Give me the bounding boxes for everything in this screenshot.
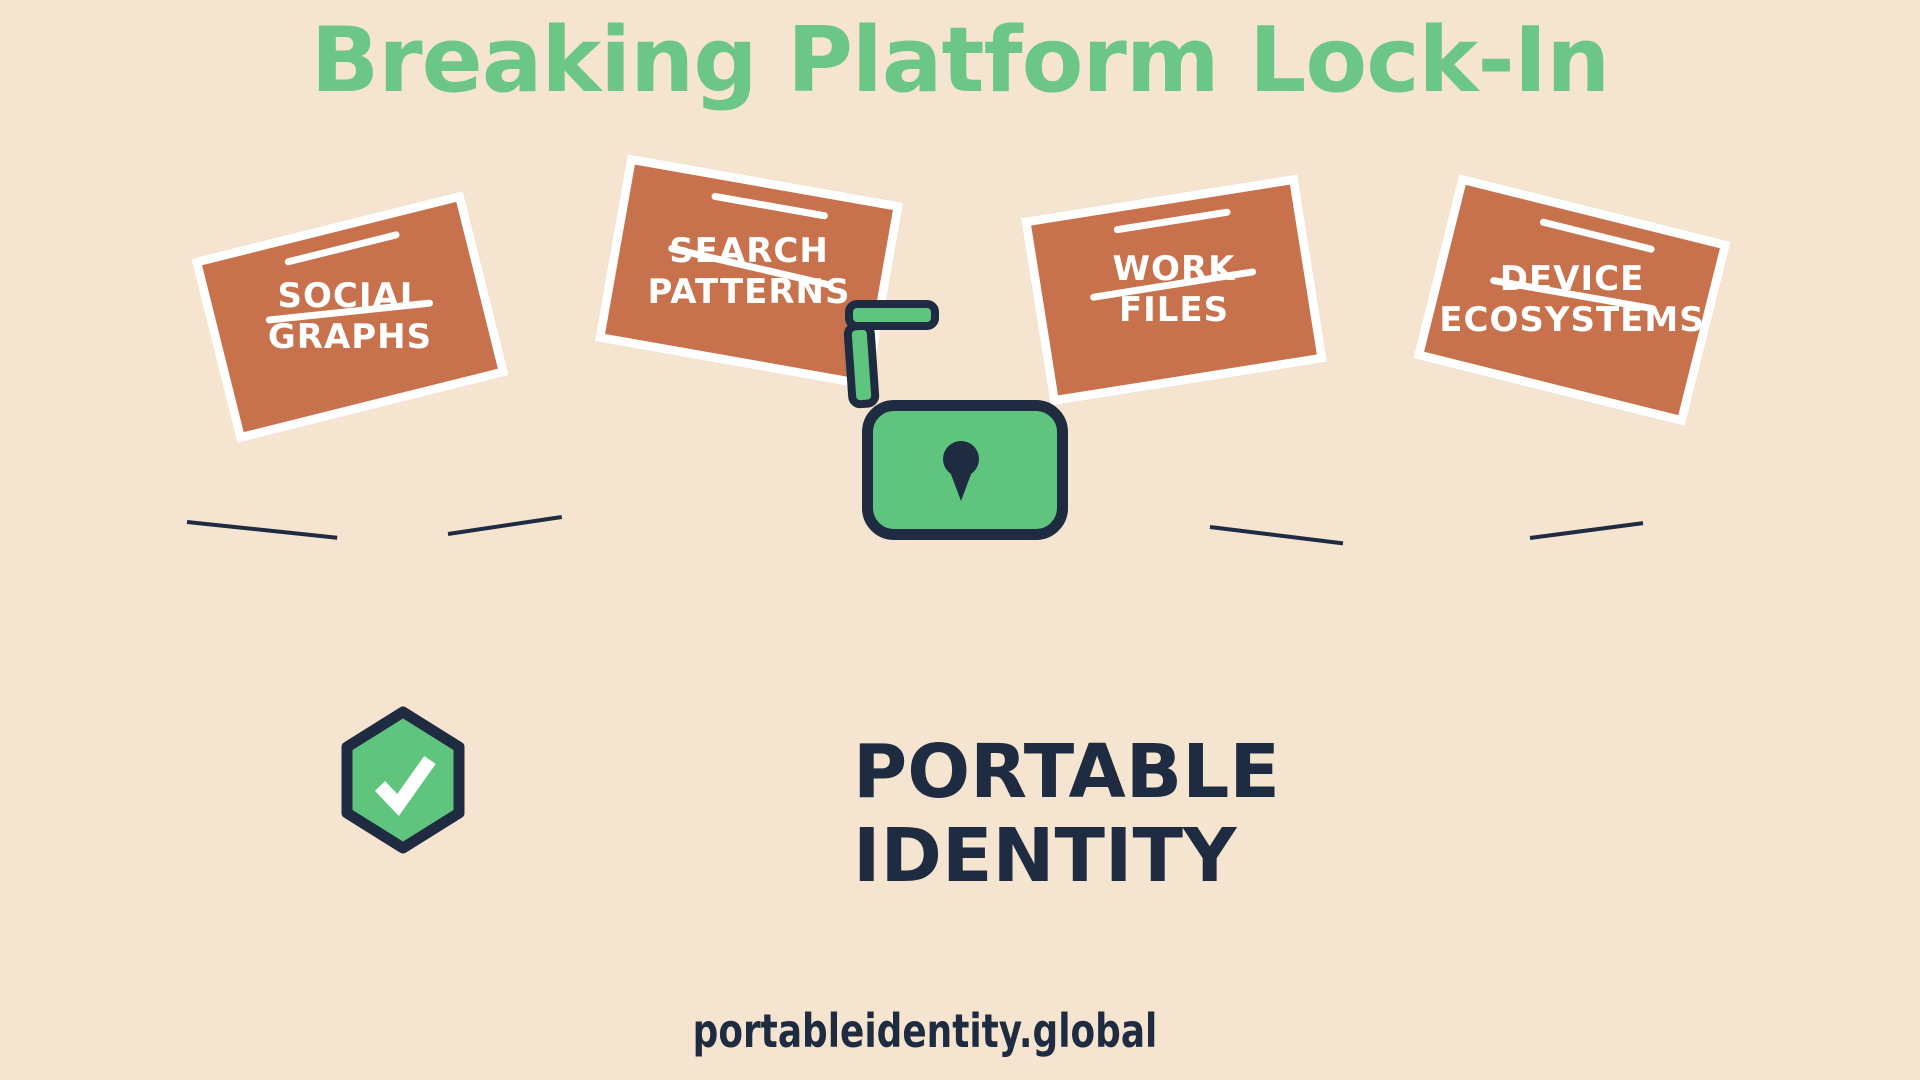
hexagon-shape bbox=[341, 706, 465, 854]
card-label: SOCIAL GRAPHS bbox=[210, 222, 490, 412]
footer-url: portableidentity.global bbox=[692, 1004, 1158, 1058]
card-label-line2: PATTERNS bbox=[647, 272, 851, 312]
card-label-line1: SOCIAL bbox=[277, 276, 423, 317]
card-label-line1: SEARCH bbox=[669, 231, 829, 272]
padlock-shackle-horizontal bbox=[845, 300, 939, 330]
result-line1: PORTABLE bbox=[853, 729, 1280, 815]
platform-card-search-patterns: SEARCH PATTERNS bbox=[594, 154, 904, 390]
card-label-line1: DEVICE bbox=[1499, 259, 1645, 300]
motion-line-4 bbox=[1529, 521, 1644, 540]
card-label-line2: ECOSYSTEMS bbox=[1439, 300, 1705, 340]
motion-line-1 bbox=[186, 520, 338, 540]
platform-card-work-files: WORK FILES bbox=[1020, 174, 1328, 406]
padlock-shackle-vertical bbox=[843, 321, 880, 409]
checkmark-icon bbox=[374, 755, 436, 816]
result-title: PORTABLE IDENTITY bbox=[853, 730, 1280, 899]
platform-card-device-ecosystems: DEVICE ECOSYSTEMS bbox=[1413, 173, 1731, 427]
card-label-line1: WORK bbox=[1112, 249, 1236, 290]
motion-line-3 bbox=[1209, 525, 1344, 546]
hexagon-check-icon bbox=[341, 706, 465, 854]
platform-card-social-graphs: SOCIAL GRAPHS bbox=[191, 190, 509, 444]
result-line2: IDENTITY bbox=[853, 813, 1237, 900]
card-label: DEVICE ECOSYSTEMS bbox=[1432, 205, 1712, 395]
padlock-body bbox=[862, 400, 1068, 540]
poster-title: Breaking Platform Lock-In bbox=[310, 8, 1611, 113]
card-label-line2: GRAPHS bbox=[267, 317, 433, 357]
motion-line-2 bbox=[447, 515, 563, 536]
keyhole-tail bbox=[949, 469, 973, 501]
open-padlock-icon bbox=[840, 295, 1080, 555]
card-label-line2: FILES bbox=[1118, 290, 1230, 330]
